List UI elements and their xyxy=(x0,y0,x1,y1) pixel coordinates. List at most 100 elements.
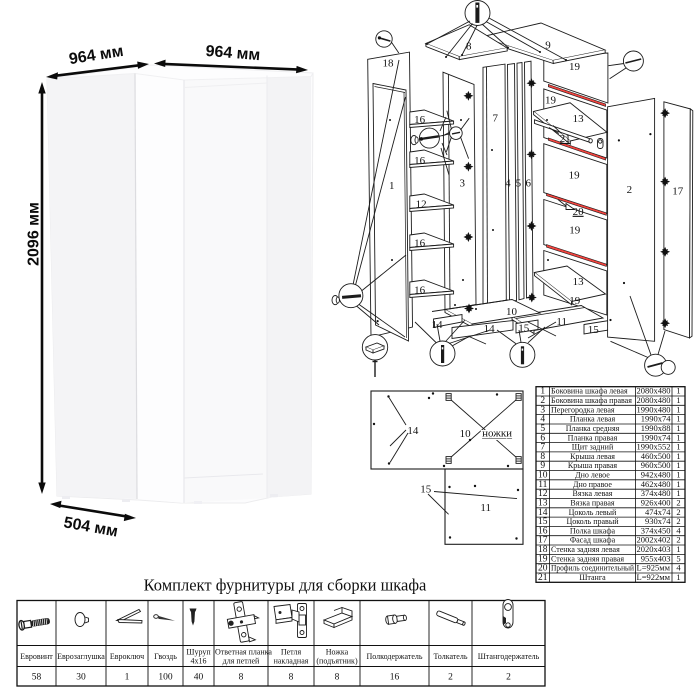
svg-text:12: 12 xyxy=(416,199,427,211)
svg-text:2: 2 xyxy=(676,507,680,517)
svg-text:5: 5 xyxy=(540,424,545,434)
svg-text:18: 18 xyxy=(538,545,548,555)
svg-text:14: 14 xyxy=(407,425,419,437)
svg-text:Стенка задняя правая: Стенка задняя правая xyxy=(551,554,624,563)
svg-text:1: 1 xyxy=(540,387,545,397)
svg-text:Перегородка левая: Перегородка левая xyxy=(551,405,615,414)
svg-text:L=925мм: L=925мм xyxy=(637,563,671,573)
svg-text:Гвоздь: Гвоздь xyxy=(154,652,177,661)
svg-text:9: 9 xyxy=(545,40,551,52)
svg-text:Цоколь правый: Цоколь правый xyxy=(567,517,620,526)
svg-text:1990x74: 1990x74 xyxy=(641,414,672,424)
svg-text:2: 2 xyxy=(676,535,680,545)
svg-text:16: 16 xyxy=(414,284,426,296)
svg-text:3: 3 xyxy=(540,405,545,415)
svg-text:7: 7 xyxy=(492,112,498,124)
svg-text:8: 8 xyxy=(289,673,294,683)
svg-text:10: 10 xyxy=(538,471,548,481)
svg-text:Толкатель: Толкатель xyxy=(434,652,468,661)
svg-text:964 мм: 964 мм xyxy=(68,43,125,68)
svg-text:Боковина шкафа левая: Боковина шкафа левая xyxy=(551,387,628,396)
svg-text:1: 1 xyxy=(389,180,395,192)
svg-text:10: 10 xyxy=(506,306,518,318)
svg-text:15: 15 xyxy=(538,517,548,527)
svg-text:Вязка правая: Вязка правая xyxy=(570,499,615,508)
svg-text:15: 15 xyxy=(588,324,600,336)
svg-text:Полкодержатель: Полкодержатель xyxy=(366,652,422,661)
svg-text:16: 16 xyxy=(414,238,426,250)
svg-text:для петлей: для петлей xyxy=(223,657,260,666)
svg-text:Штанга: Штанга xyxy=(579,573,606,582)
svg-text:474x74: 474x74 xyxy=(645,507,671,517)
svg-text:14: 14 xyxy=(538,508,548,518)
svg-text:2: 2 xyxy=(540,396,545,406)
svg-text:L=922мм: L=922мм xyxy=(637,572,671,582)
svg-text:10: 10 xyxy=(460,428,472,440)
svg-text:14: 14 xyxy=(484,323,496,335)
svg-text:2: 2 xyxy=(448,673,453,683)
svg-text:Штангодержатель: Штангодержатель xyxy=(478,652,540,661)
svg-text:15: 15 xyxy=(518,322,530,334)
svg-text:374x480: 374x480 xyxy=(641,488,671,498)
svg-text:19: 19 xyxy=(569,61,581,73)
svg-text:Полка шкафа: Полка шкафа xyxy=(570,526,616,535)
svg-text:Комплект фурнитуры для сборки: Комплект фурнитуры для сборки шкафа xyxy=(144,576,427,595)
svg-text:40: 40 xyxy=(194,673,204,683)
svg-text:11: 11 xyxy=(538,480,547,490)
svg-text:1: 1 xyxy=(676,470,680,480)
svg-text:Боковина шкафа правая: Боковина шкафа правая xyxy=(551,396,632,405)
svg-text:Евровинт: Евровинт xyxy=(20,652,53,661)
svg-text:3: 3 xyxy=(460,177,466,189)
svg-text:Планка правая: Планка правая xyxy=(568,433,618,442)
svg-text:Дно правое: Дно правое xyxy=(573,480,612,489)
svg-text:ножки: ножки xyxy=(482,427,512,439)
svg-text:1: 1 xyxy=(676,414,680,424)
svg-text:19: 19 xyxy=(545,95,557,107)
svg-text:1: 1 xyxy=(676,442,680,452)
svg-text:100: 100 xyxy=(158,673,173,683)
svg-text:20: 20 xyxy=(538,564,548,574)
svg-text:1990x74: 1990x74 xyxy=(641,432,672,442)
svg-text:накладная: накладная xyxy=(274,657,309,666)
svg-text:Крыша правая: Крыша правая xyxy=(568,461,617,470)
svg-text:17: 17 xyxy=(538,536,548,546)
svg-text:462x480: 462x480 xyxy=(641,479,671,489)
svg-text:19: 19 xyxy=(569,295,581,307)
svg-text:5: 5 xyxy=(516,177,522,189)
svg-text:2080x480: 2080x480 xyxy=(637,386,671,396)
svg-text:Ответная планка: Ответная планка xyxy=(215,648,272,657)
svg-text:11: 11 xyxy=(480,502,491,514)
svg-text:16: 16 xyxy=(414,114,426,126)
svg-text:2096 мм: 2096 мм xyxy=(26,202,43,266)
svg-text:1: 1 xyxy=(676,460,680,470)
svg-text:4: 4 xyxy=(676,563,681,573)
svg-text:Фасад шкафа: Фасад шкафа xyxy=(570,536,616,545)
svg-text:9: 9 xyxy=(540,461,545,471)
svg-text:Планка средняя: Планка средняя xyxy=(566,424,620,433)
svg-text:21: 21 xyxy=(538,573,548,583)
svg-text:6: 6 xyxy=(540,433,545,443)
svg-text:942x480: 942x480 xyxy=(641,470,671,480)
svg-text:Крыша левая: Крыша левая xyxy=(570,452,615,461)
svg-text:(подъятник): (подъятник) xyxy=(316,657,358,666)
svg-text:8: 8 xyxy=(466,40,472,52)
svg-text:15: 15 xyxy=(420,484,432,496)
svg-text:8: 8 xyxy=(239,673,244,683)
svg-text:1: 1 xyxy=(125,673,130,683)
svg-text:13: 13 xyxy=(573,276,585,288)
svg-text:Вязка левая: Вязка левая xyxy=(573,489,613,498)
svg-text:955x403: 955x403 xyxy=(641,553,671,563)
svg-text:2: 2 xyxy=(676,498,680,508)
svg-text:4: 4 xyxy=(676,525,681,535)
svg-text:Еврозаглушка: Еврозаглушка xyxy=(57,652,105,661)
svg-text:1: 1 xyxy=(676,404,680,414)
svg-text:926x400: 926x400 xyxy=(641,498,671,508)
svg-text:1: 1 xyxy=(676,432,680,442)
svg-text:19: 19 xyxy=(569,170,581,182)
svg-text:2: 2 xyxy=(676,516,680,526)
svg-text:2: 2 xyxy=(627,184,633,196)
svg-text:12: 12 xyxy=(538,489,548,499)
svg-text:18: 18 xyxy=(383,58,395,70)
svg-text:2020x403: 2020x403 xyxy=(637,544,671,554)
svg-text:Планка левая: Планка левая xyxy=(570,415,616,424)
